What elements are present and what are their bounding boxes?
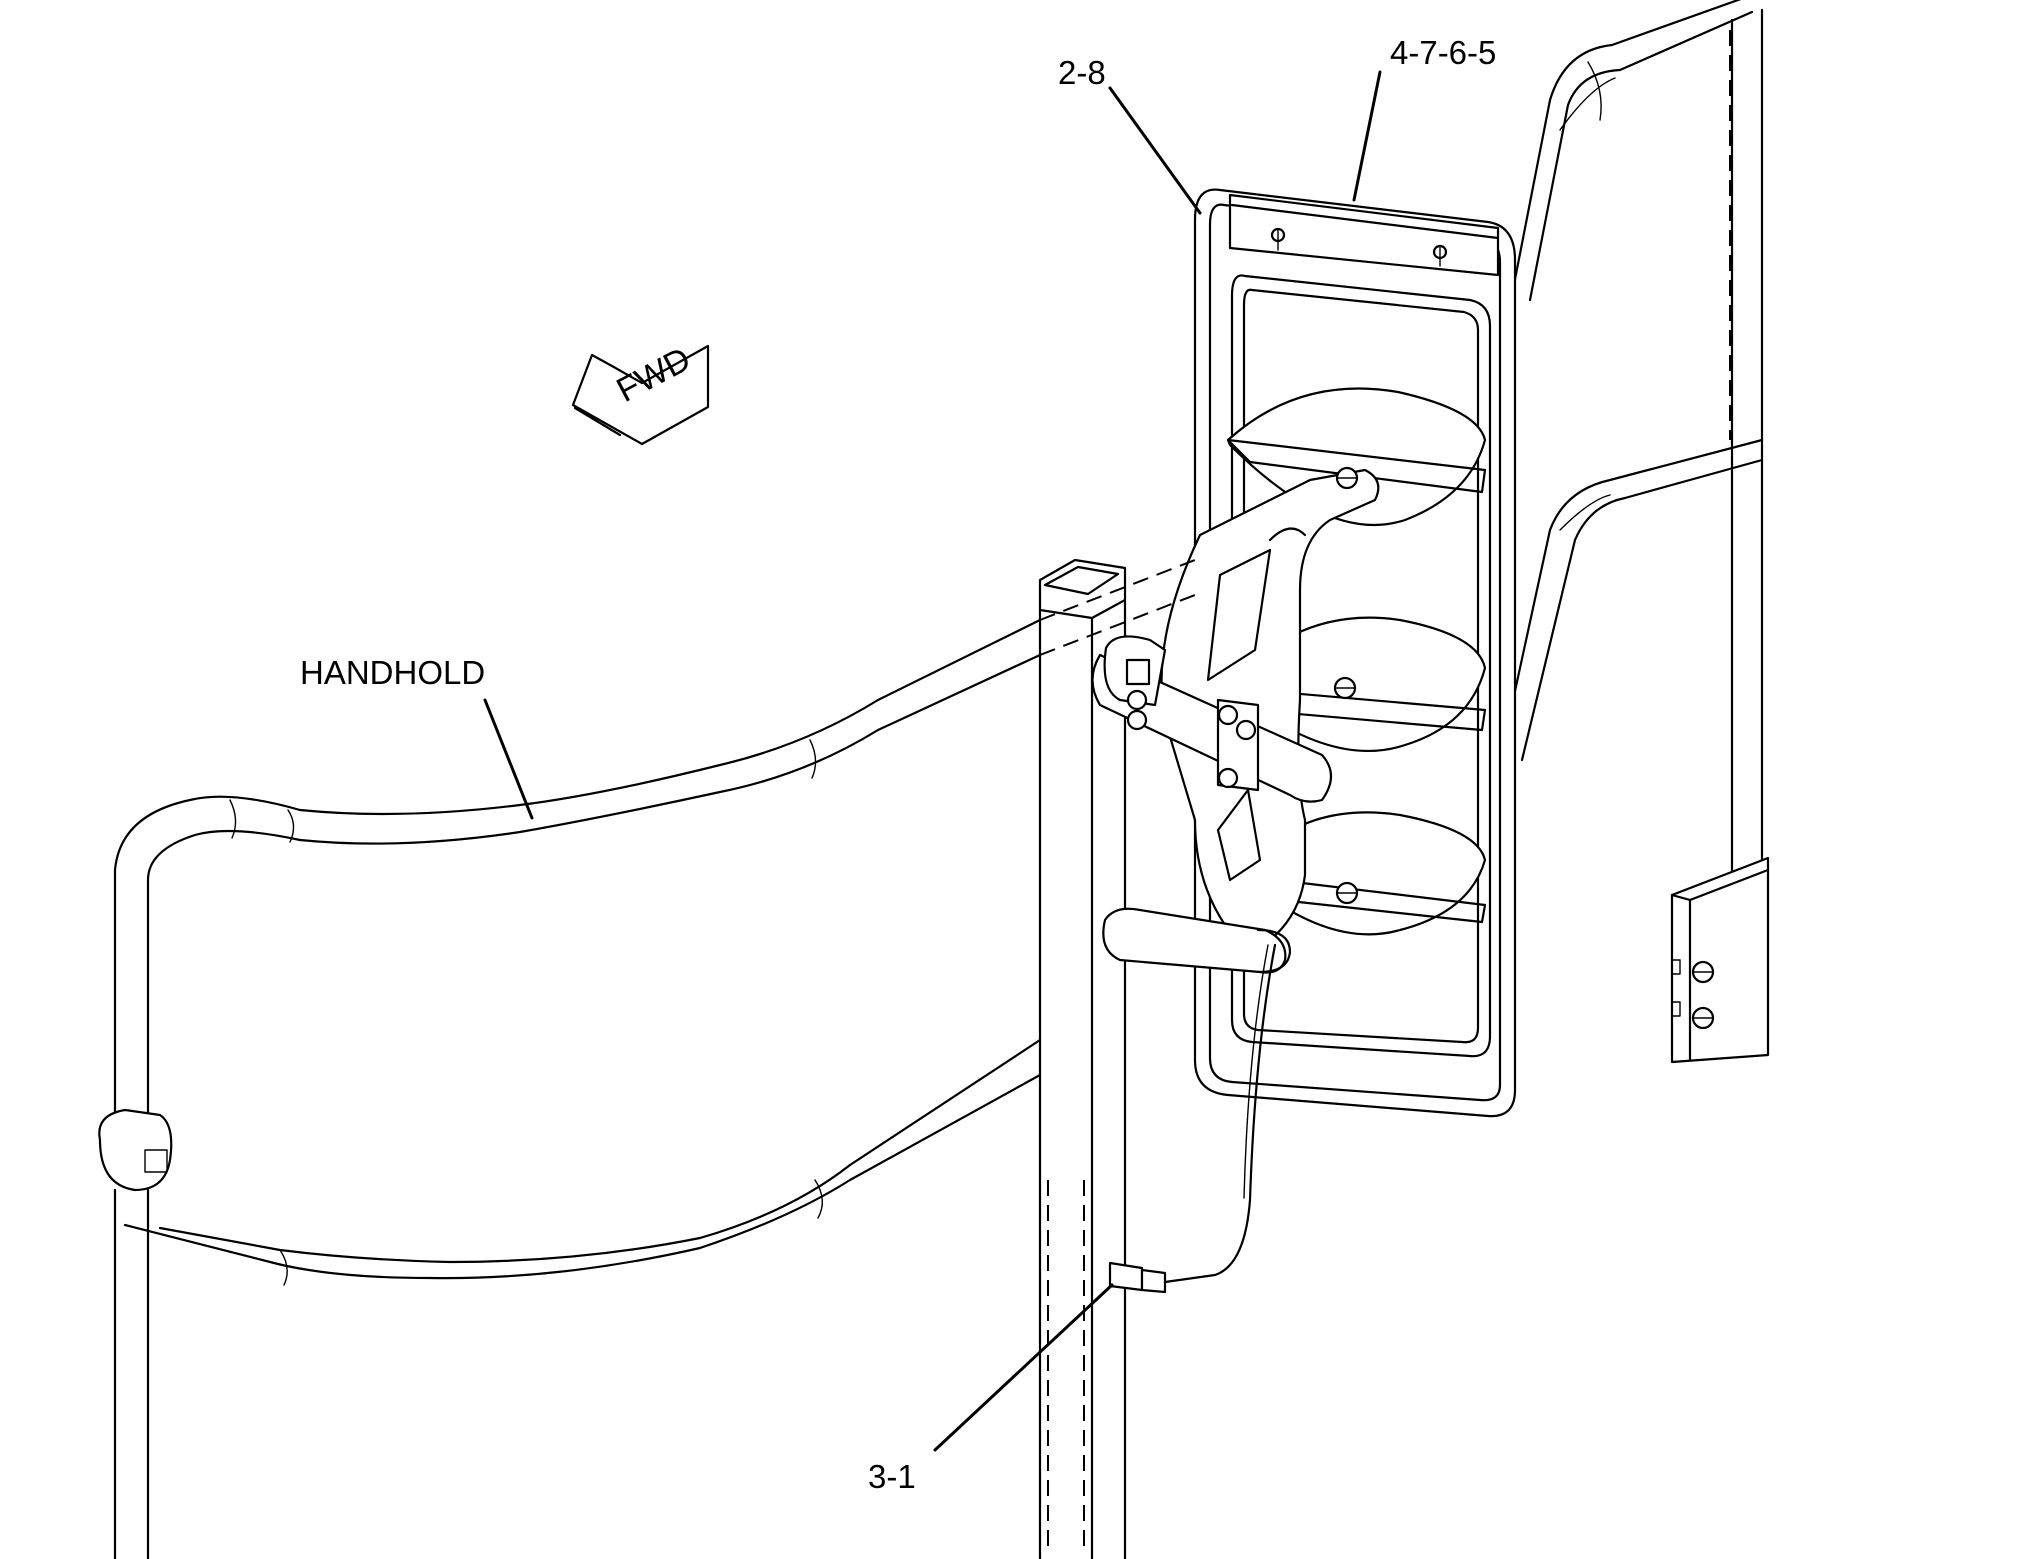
post-mount-bracket (1670, 856, 1770, 1064)
post-clamp (1091, 635, 1333, 803)
callout-4-7-6-5: 4-7-6-5 (1390, 34, 1496, 71)
front-vertical-post (1038, 558, 1127, 1559)
callout-leaders (483, 70, 1382, 1452)
lower-rail (98, 1038, 1042, 1559)
forward-arrow-icon: FWD (571, 340, 710, 446)
callout-handhold: HANDHOLD (300, 654, 485, 691)
callout-3-1: 3-1 (868, 1458, 916, 1495)
lower-support-tube (1102, 907, 1292, 974)
connector-icon (1108, 1261, 1144, 1292)
wiring-harness (1108, 943, 1277, 1294)
handhold-rail (113, 559, 1196, 1147)
callout-2-8: 2-8 (1058, 54, 1106, 91)
